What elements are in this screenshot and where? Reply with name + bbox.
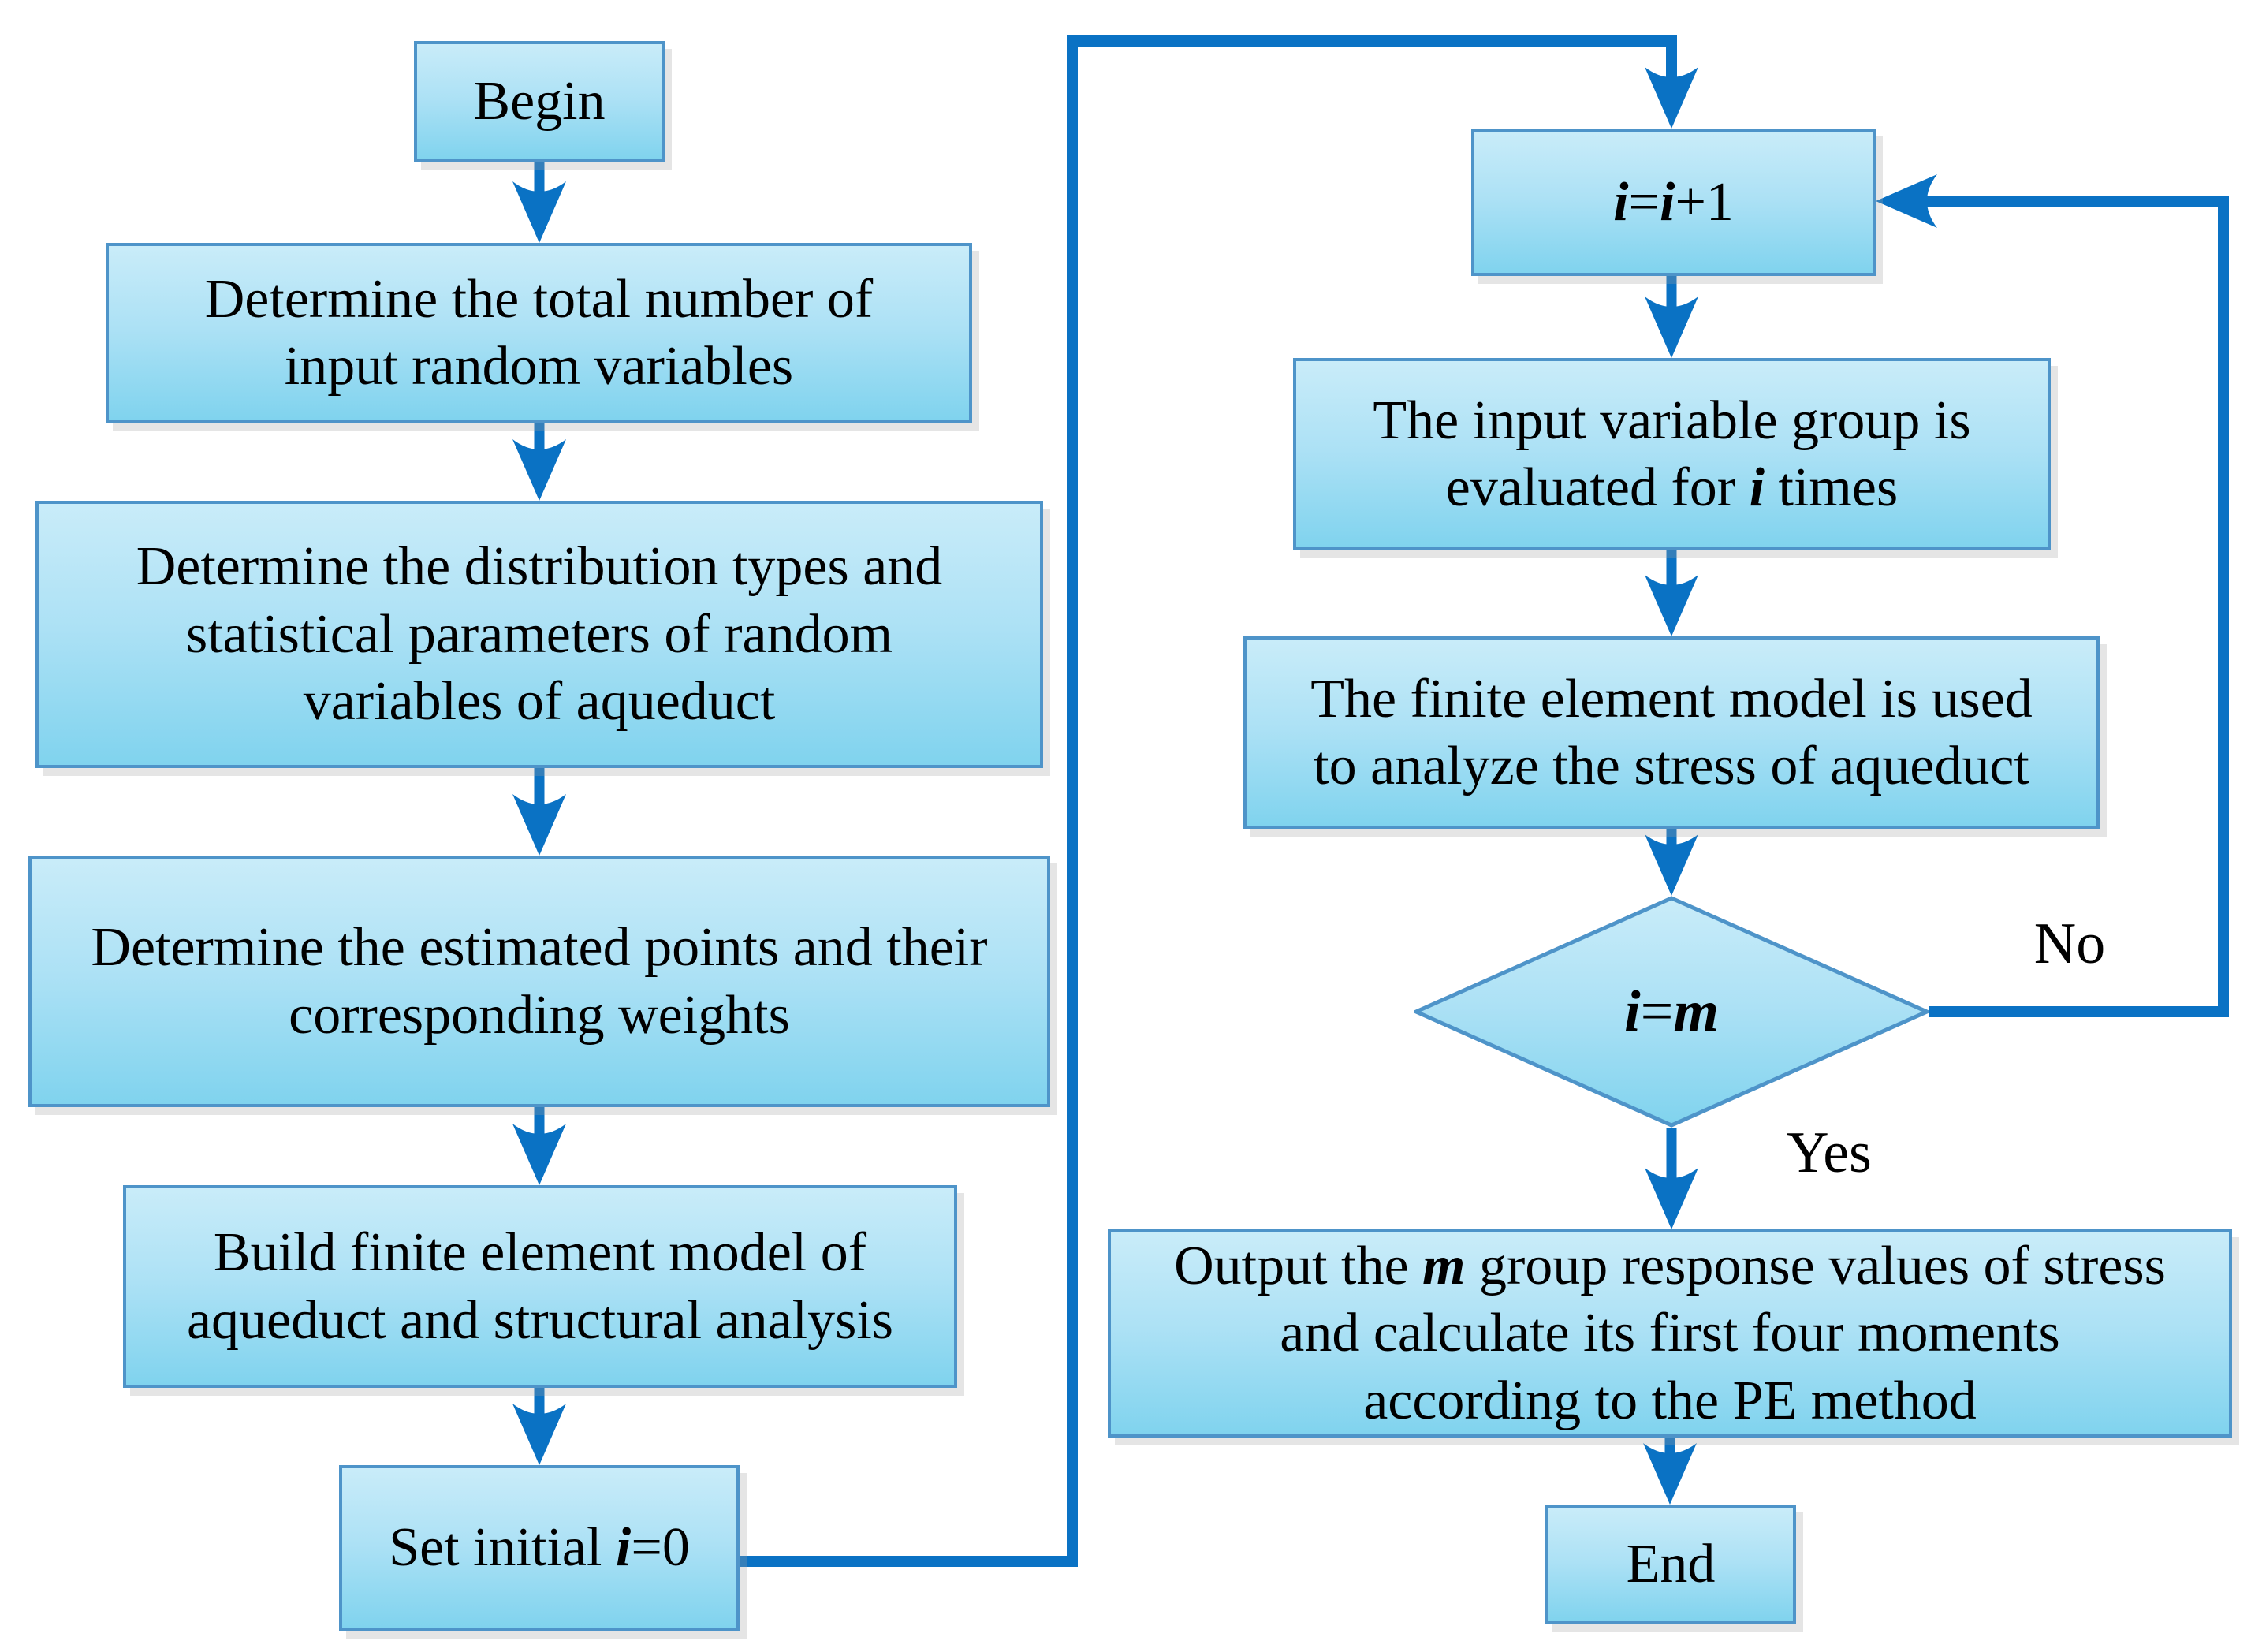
arrowhead xyxy=(512,439,566,501)
arrowhead xyxy=(1645,296,1698,358)
arrowhead xyxy=(1645,834,1698,896)
arrowhead-left xyxy=(1876,174,1937,228)
node-increment-label: i=i+1 xyxy=(1613,171,1734,233)
node-output-label: Output the m group response values of st… xyxy=(1174,1235,2166,1431)
arrowhead xyxy=(1645,67,1698,129)
edge-label-yes: Yes xyxy=(1787,1121,1872,1185)
connector-no-loop xyxy=(1927,196,2229,1017)
arrowhead xyxy=(1643,1443,1697,1505)
node-end-label: End xyxy=(1626,1534,1716,1595)
arrowhead xyxy=(512,1404,566,1465)
node-begin-label: Begin xyxy=(473,71,606,132)
node-end: End xyxy=(1545,1505,1796,1624)
node-determine-points: Determine the estimated points and their… xyxy=(28,856,1050,1107)
arrowhead xyxy=(1645,575,1698,636)
connector-set-initial-to-increment xyxy=(740,35,1677,1567)
arrowhead xyxy=(512,1124,566,1185)
arrowhead xyxy=(512,181,566,243)
node-increment: i=i+1 xyxy=(1471,129,1876,276)
node-set-initial: Set initial i=0 xyxy=(339,1465,740,1631)
node-decision-diamond: i=m xyxy=(1414,896,1929,1128)
node-output: Output the m group response values of st… xyxy=(1108,1229,2232,1438)
node-begin: Begin xyxy=(414,41,665,162)
node-set-initial-label: Set initial i=0 xyxy=(389,1517,690,1579)
node-determine-points-label: Determine the estimated points and their… xyxy=(91,917,988,1046)
arrowhead xyxy=(512,794,566,856)
edge-label-no: No xyxy=(2033,912,2106,976)
decision-diamond-shape xyxy=(1414,896,1929,1128)
node-decision-label: i=m xyxy=(1624,979,1719,1044)
arrowhead xyxy=(1645,1168,1698,1229)
